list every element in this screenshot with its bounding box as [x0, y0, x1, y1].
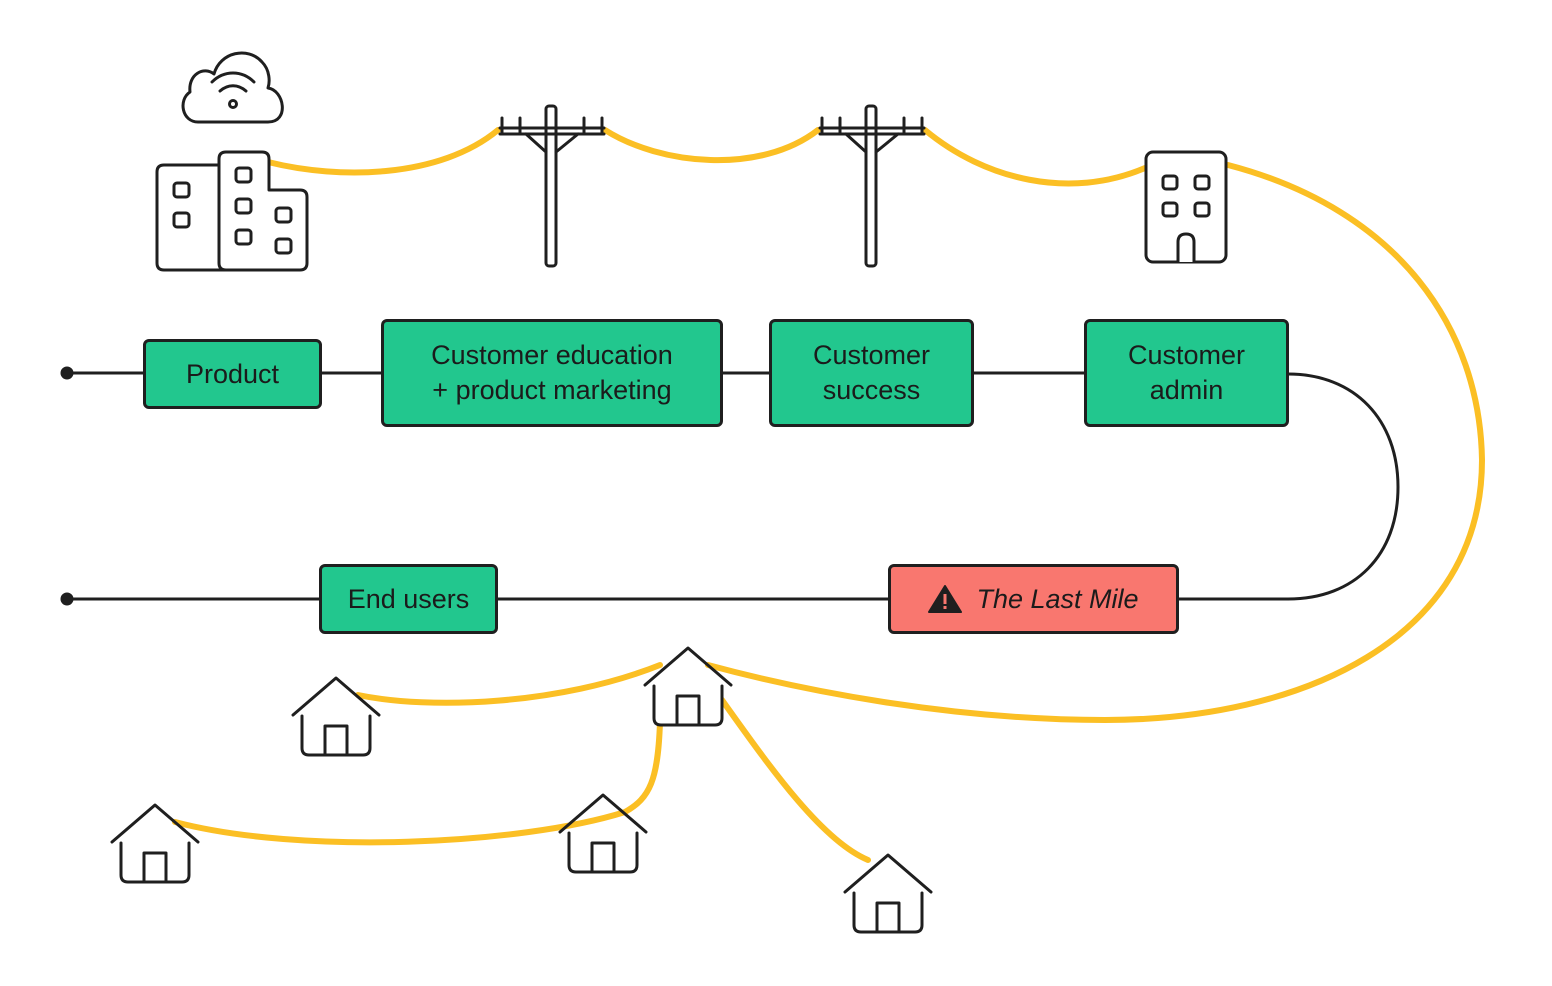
wire-hub-to-house2 — [172, 719, 663, 846]
wire-building-loop — [705, 162, 1486, 724]
customer-success-node-label: Customer success — [812, 340, 931, 405]
product-node: Product — [143, 339, 322, 409]
office-building-icon — [1144, 150, 1228, 264]
last-mile-node: The Last Mile — [888, 564, 1179, 634]
house-icon — [643, 646, 733, 727]
wire-pole2-to-building — [922, 127, 1148, 187]
customer-admin-node-label: Customer admin — [1127, 340, 1246, 405]
utility-pole-icon — [818, 104, 926, 268]
utility-pole-icon — [498, 104, 606, 268]
customer-admin-node: Customer admin — [1084, 319, 1289, 427]
product-node-label: Product — [185, 358, 280, 389]
return-curve — [1175, 372, 1400, 601]
last-mile-node-label: The Last Mile — [976, 583, 1139, 614]
customer-success-node: Customer success — [769, 319, 974, 427]
bottom-flow-end-dot — [60, 592, 74, 606]
house-icon — [291, 676, 381, 757]
wire-city-to-pole1 — [265, 127, 501, 176]
top-flow-start-dot — [60, 366, 74, 380]
end-users-node: End users — [319, 564, 498, 634]
wire-hub-to-house4 — [719, 697, 871, 863]
customer-education-node: Customer education + product marketing — [381, 319, 723, 427]
wire-pole1-to-pole2 — [602, 127, 821, 163]
end-users-node-label: End users — [347, 583, 470, 614]
wire-hub-to-house1 — [355, 662, 663, 706]
house-icon — [558, 793, 648, 874]
house-icon — [843, 853, 933, 934]
warning-icon — [928, 585, 963, 613]
office-buildings-icon — [155, 150, 309, 272]
power-wires — [172, 127, 1486, 863]
cloud-wifi-icon — [181, 51, 284, 124]
house-icon — [110, 803, 200, 884]
customer-education-node-label: Customer education + product marketing — [431, 340, 673, 405]
